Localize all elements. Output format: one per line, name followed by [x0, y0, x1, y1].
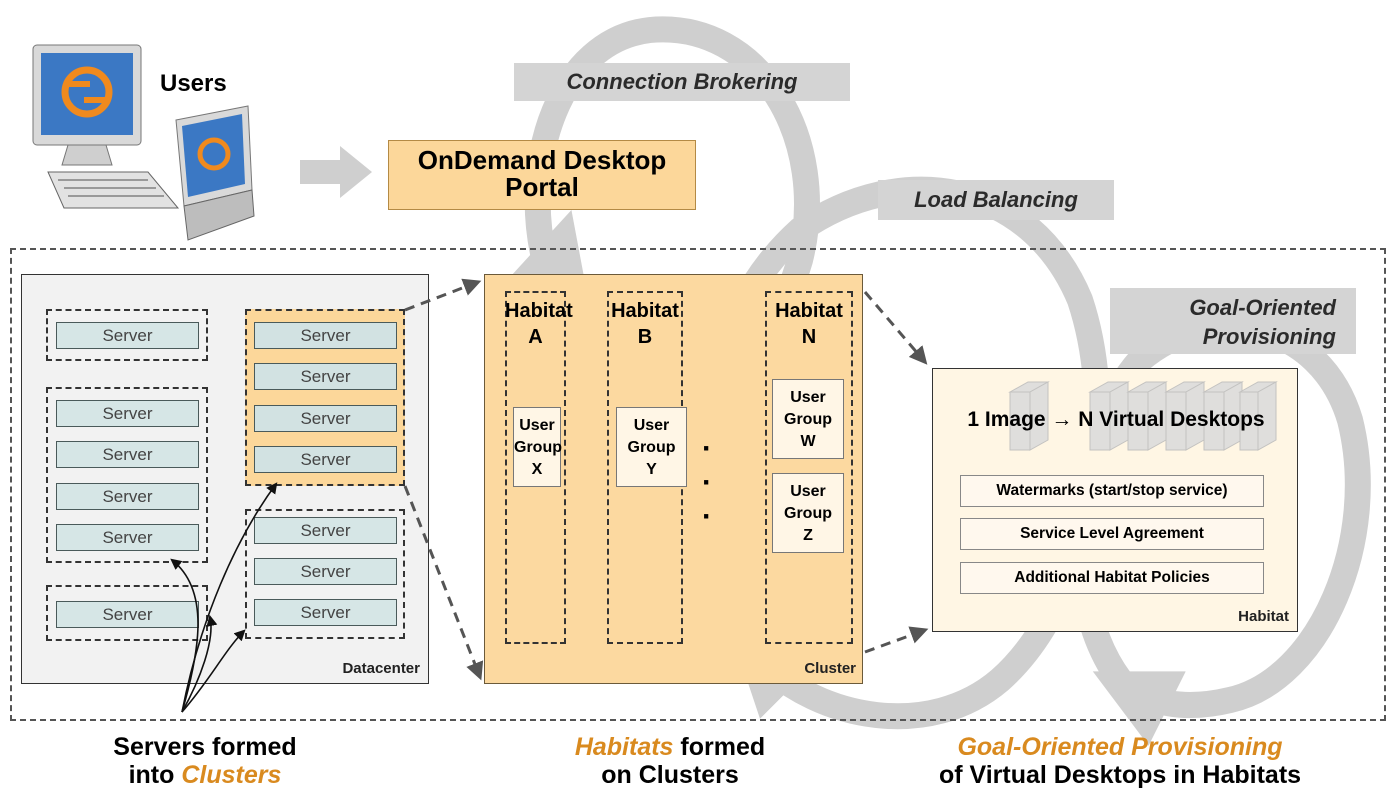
connection-brokering-label: Connection Brokering — [514, 63, 850, 101]
user-group-w-line3: W — [800, 433, 816, 450]
habitat-b-letter: B — [637, 326, 653, 348]
server-group-1 — [46, 309, 208, 361]
caption-left-emphasis: Clusters — [181, 761, 282, 789]
user-group-x: User Group X — [513, 407, 562, 487]
caption-left-line2: into Clusters — [60, 761, 350, 789]
caption-left-prefix: into — [128, 761, 182, 789]
load-balancing-label: Load Balancing — [878, 180, 1114, 220]
server-node: Server — [56, 400, 199, 427]
user-group-y-line1: User — [633, 417, 670, 434]
caption-middle-suffix: formed — [673, 733, 766, 761]
server-node: Server — [56, 441, 199, 468]
server-node: Server — [254, 599, 397, 626]
habitat-n-title: Habitat N — [765, 298, 853, 350]
user-group-w: User Group W — [772, 379, 844, 459]
virtual-desktop-servers-icon — [1008, 381, 1278, 451]
user-group-x-line1: User — [519, 417, 555, 434]
portal-title-line2: Portal — [505, 172, 579, 202]
caption-middle-line2: on Clusters — [601, 761, 739, 789]
caption-right-line2: of Virtual Desktops in Habitats — [938, 761, 1302, 789]
image-to-desktops-text: 1 Image → N Virtual Desktops — [967, 408, 1265, 431]
server-group-2 — [46, 387, 208, 563]
policy-watermarks: Watermarks (start/stop service) — [960, 475, 1264, 507]
server-node: Server — [254, 363, 397, 390]
caption-middle-emphasis: Habitats — [574, 733, 674, 761]
server-node: Server — [254, 558, 397, 585]
server-node: Server — [56, 601, 199, 628]
desktop-monitor-icon — [32, 44, 180, 209]
habitat-a-title: Habitat A — [505, 298, 573, 350]
habitat-b-name: Habitat — [611, 300, 679, 322]
server-node: Server — [254, 405, 397, 432]
user-group-z: User Group Z — [772, 473, 844, 553]
server-node: Server — [254, 517, 397, 544]
datacenter-label: Datacenter — [342, 660, 420, 677]
infrastructure-boundary — [10, 248, 1386, 721]
user-group-w-line1: User — [790, 389, 826, 406]
goal-oriented-line2: Provisioning — [1202, 324, 1336, 349]
caption-habitats-on-clusters: Habitats formed on Clusters — [520, 733, 820, 789]
cluster-label: Cluster — [804, 660, 856, 677]
policy-sla: Service Level Agreement — [960, 518, 1264, 550]
portal-title-line1: OnDemand Desktop — [417, 145, 667, 175]
server-node: Server — [254, 322, 397, 349]
users-computers-icon — [32, 44, 255, 241]
caption-goal-oriented-provisioning: Goal-Oriented Provisioning of Virtual De… — [880, 733, 1360, 789]
goal-oriented-provisioning-label: Goal-Oriented Provisioning — [1110, 288, 1356, 354]
laptop-icon — [175, 105, 255, 241]
habitat-n-letter: N — [801, 326, 817, 348]
server-node: Server — [56, 322, 199, 349]
user-group-y-line3: Y — [646, 461, 657, 478]
user-group-x-line3: X — [531, 461, 543, 478]
user-group-w-line2: Group — [784, 411, 832, 428]
ondemand-desktop-portal: OnDemand Desktop Portal — [388, 140, 696, 210]
user-group-z-line2: Group — [784, 505, 832, 522]
user-group-z-line3: Z — [803, 527, 813, 544]
habitat-a-name: Habitat — [505, 300, 573, 322]
policy-additional: Additional Habitat Policies — [960, 562, 1264, 594]
server-node: Server — [254, 446, 397, 473]
user-group-z-line1: User — [790, 483, 826, 500]
caption-servers-into-clusters: Servers formed into Clusters — [60, 733, 350, 789]
user-group-y-line2: Group — [627, 439, 676, 456]
caption-middle-line1: Habitats formed — [520, 733, 820, 761]
caption-left-line1: Servers formed — [113, 733, 297, 761]
more-habitats-ellipsis: · · · — [702, 432, 718, 533]
user-group-x-line2: Group — [514, 439, 562, 456]
server-node: Server — [56, 483, 199, 510]
goal-oriented-line1: Goal-Oriented — [1189, 295, 1336, 320]
caption-right-emphasis: Goal-Oriented Provisioning — [957, 733, 1283, 761]
habitat-n-name: Habitat — [775, 300, 843, 322]
habitat-a-letter: A — [528, 326, 543, 348]
users-to-portal-arrow — [300, 146, 372, 198]
habitat-panel-label: Habitat — [1238, 608, 1289, 625]
habitat-b-title: Habitat B — [607, 298, 683, 350]
server-node: Server — [56, 524, 199, 551]
user-group-y: User Group Y — [616, 407, 687, 487]
users-label: Users — [160, 70, 227, 97]
